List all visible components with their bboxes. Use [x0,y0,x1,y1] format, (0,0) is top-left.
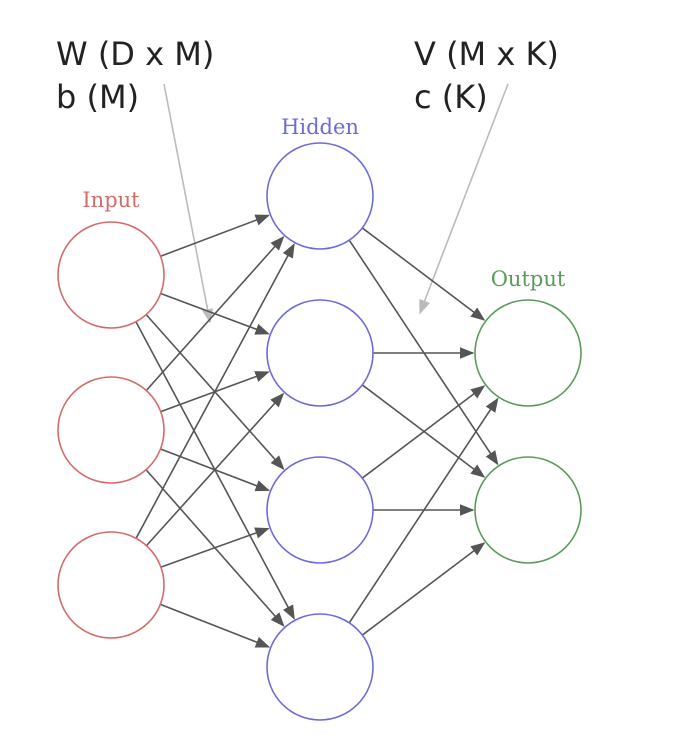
input-hidden-connection [160,214,270,258]
input-layer-label: Input [82,188,140,212]
input-hidden-connection [145,235,285,392]
output-node [474,299,582,407]
w-matrix-label: W (D x M) [56,35,214,73]
hidden-node [266,299,374,407]
hidden-output-connection [361,542,486,636]
hidden-output-connection [348,239,499,466]
input-hidden-connection [135,243,295,539]
hidden-output-connection [348,397,499,624]
input-node [57,376,165,484]
input-node [57,221,165,329]
output-node [474,456,582,564]
input-hidden-connection [145,392,285,547]
input-hidden-connection [160,527,270,568]
w-pointer-arrow [163,83,214,324]
hidden-node [266,456,374,564]
input-hidden-connection [160,603,271,648]
hidden-layer-label: Hidden [281,115,359,139]
hidden-output-connection [361,227,486,321]
hidden-node [266,142,374,250]
c-vector-label: c (K) [414,78,488,116]
hidden-output-connection [361,385,486,479]
output-layer-label: Output [491,267,566,291]
hidden-node [266,613,374,721]
hidden-output-connection [361,384,486,478]
b-vector-label: b (M) [56,78,139,116]
connections-group [135,214,499,648]
v-pointer-arrow [419,83,509,315]
v-matrix-label: V (M x K) [414,35,559,73]
input-node [57,531,165,639]
